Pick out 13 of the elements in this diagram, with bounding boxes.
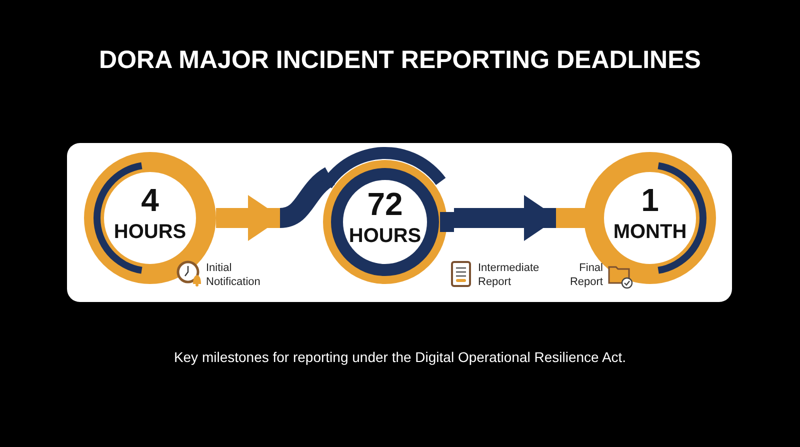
- milestone-number: 1: [640, 184, 660, 216]
- milestone-label: Intermediate Report: [478, 262, 540, 290]
- milestone-unit: MONTH: [612, 222, 688, 242]
- caption: Key milestones for reporting under the Digital Operational Resilience Act.: [172, 349, 628, 365]
- arrow: [216, 195, 282, 241]
- milestone-number: 4: [140, 184, 160, 216]
- milestone-unit: HOURS: [348, 226, 422, 246]
- arrow: [454, 195, 558, 241]
- milestone-label: Final Report: [568, 262, 603, 290]
- title: DORA MAJOR INCIDENT REPORTING DEADLINES: [98, 46, 702, 75]
- milestone-number: 72: [366, 188, 404, 220]
- milestone-unit: HOURS: [112, 222, 188, 242]
- milestone-label: Initial Notification: [206, 262, 262, 290]
